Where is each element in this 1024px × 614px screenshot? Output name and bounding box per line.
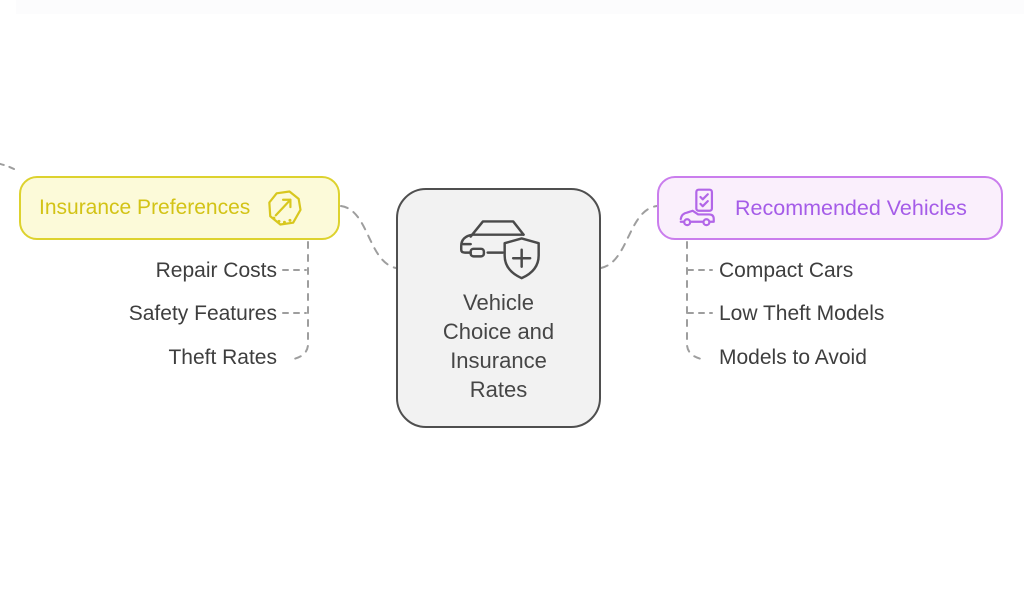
- edge-left-offscreen: [0, 162, 15, 170]
- sub-item-safety-features[interactable]: Safety Features: [128, 302, 277, 325]
- edge-left-spine: [288, 241, 309, 361]
- sub-item-low-theft-models[interactable]: Low Theft Models: [719, 302, 885, 325]
- node-recommended-vehicles[interactable]: Recommended Vehicles: [657, 176, 1003, 240]
- node-insurance-preferences[interactable]: Insurance Preferences: [19, 176, 340, 240]
- node-vehicle-choice-and-insurance-rates[interactable]: Vehicle Choice and Insurance Rates: [396, 188, 601, 428]
- node-title: Recommended Vehicles: [735, 195, 967, 220]
- sub-item-theft-rates[interactable]: Theft Rates: [168, 346, 277, 369]
- edge-center-to-purple: [600, 205, 658, 269]
- edge-yellow-to-center: [340, 205, 397, 269]
- node-title: Insurance Preferences: [39, 196, 251, 219]
- sub-item-compact-cars[interactable]: Compact Cars: [719, 259, 854, 282]
- edge-right-spine: [686, 241, 707, 361]
- sub-item-models-to-avoid[interactable]: Models to Avoid: [719, 346, 867, 369]
- top-strip: [16, 0, 1024, 14]
- sub-item-repair-costs[interactable]: Repair Costs: [155, 259, 277, 282]
- car-checklist-icon: [679, 188, 715, 227]
- node-title: Vehicle Choice and Insurance Rates: [442, 290, 555, 402]
- handshake-icon: [268, 190, 302, 226]
- car-shield-plus-icon: [459, 220, 540, 280]
